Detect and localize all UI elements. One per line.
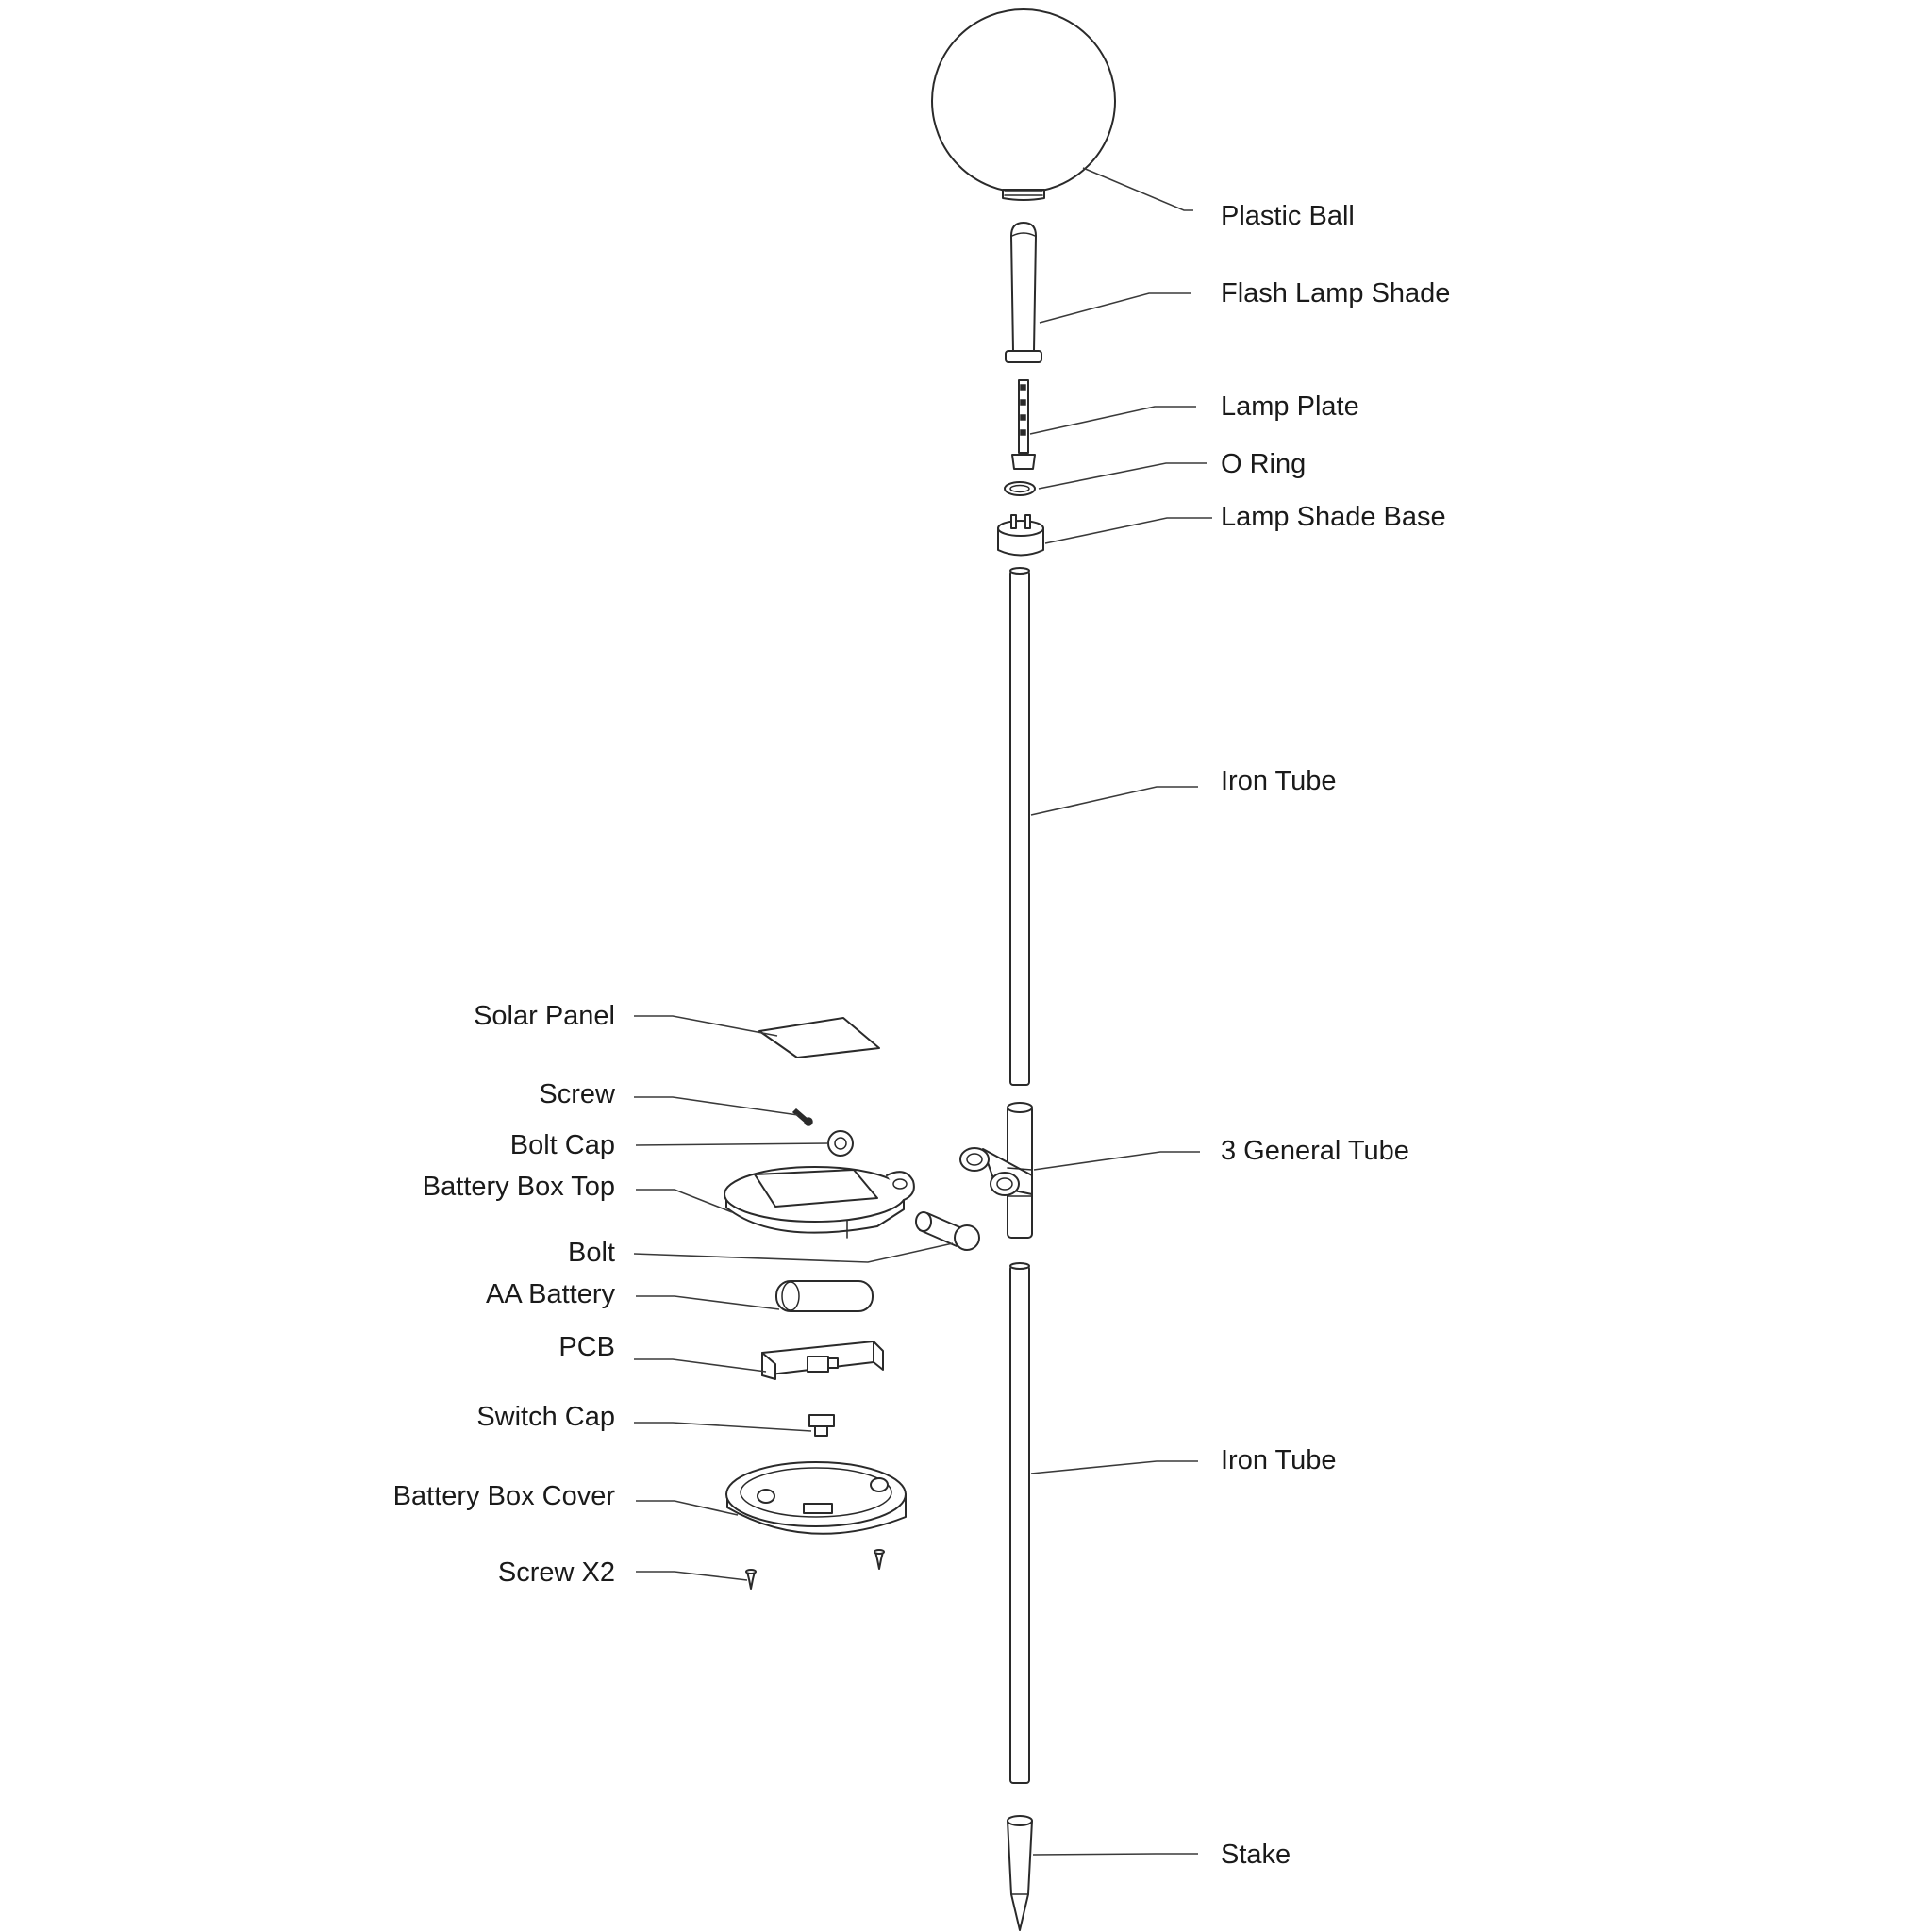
label-aa-battery: AA Battery — [486, 1279, 616, 1309]
label-switch-cap: Switch Cap — [476, 1402, 615, 1432]
label-pcb: PCB — [558, 1332, 615, 1362]
leader-lamp-plate — [1029, 406, 1196, 435]
leader-plastic-ball — [1082, 167, 1193, 211]
leader-pcb — [634, 1358, 767, 1373]
iron-tube-lower-part — [1009, 1262, 1030, 1784]
leader-lines — [633, 167, 1212, 1856]
o-ring-part — [1004, 481, 1036, 496]
aa-battery-part — [775, 1280, 874, 1312]
label-lamp-shade-base: Lamp Shade Base — [1221, 502, 1446, 532]
flash-lamp-shade-part — [1005, 222, 1042, 363]
bolt-part — [915, 1211, 980, 1251]
label-bolt-cap: Bolt Cap — [510, 1130, 615, 1160]
label-lamp-plate: Lamp Plate — [1221, 391, 1359, 422]
leader-bolt-cap — [635, 1142, 829, 1146]
leader-flash-lamp-shade — [1039, 292, 1191, 324]
leader-iron-tube-lower — [1030, 1460, 1198, 1474]
label-screw: Screw — [539, 1079, 616, 1109]
iron-tube-upper-part — [1009, 567, 1030, 1086]
label-solar-panel: Solar Panel — [474, 1001, 615, 1031]
leader-stake — [1032, 1853, 1198, 1856]
leader-o-ring — [1038, 462, 1208, 490]
three-general-tube-part — [959, 1102, 1033, 1239]
leader-screw — [634, 1096, 799, 1116]
leader-switch-cap — [634, 1422, 812, 1432]
solar-panel-part — [758, 1017, 880, 1058]
screw-part — [791, 1108, 813, 1126]
plastic-ball-part — [931, 8, 1116, 201]
leader-battery-box-cover — [636, 1500, 739, 1516]
leader-iron-tube-upper — [1030, 786, 1198, 816]
label-bolt: Bolt — [568, 1238, 615, 1268]
pcb-part — [761, 1341, 884, 1380]
stake-part — [1007, 1815, 1033, 1931]
leader-solar-panel — [634, 1015, 778, 1037]
label-plastic-ball: Plastic Ball — [1221, 201, 1355, 231]
label-three-general-tube: 3 General Tube — [1221, 1136, 1409, 1166]
battery-box-top-part — [724, 1166, 915, 1239]
battery-box-cover-part — [725, 1461, 907, 1535]
label-stake: Stake — [1221, 1840, 1291, 1870]
screw-x2-part — [745, 1549, 885, 1590]
leader-bolt — [633, 1242, 954, 1263]
leader-battery-box-top — [636, 1189, 733, 1213]
label-o-ring: O Ring — [1221, 449, 1306, 479]
lamp-plate-part — [1011, 379, 1036, 470]
leader-aa-battery — [636, 1295, 780, 1310]
switch-cap-part — [808, 1414, 835, 1437]
label-battery-box-cover: Battery Box Cover — [393, 1481, 616, 1511]
leader-screw-x2 — [636, 1571, 748, 1581]
label-flash-lamp-shade: Flash Lamp Shade — [1221, 278, 1450, 308]
part-labels: Plastic Ball Flash Lamp Shade Lamp Plate… — [393, 201, 1451, 1870]
label-iron-tube-lower: Iron Tube — [1221, 1445, 1337, 1475]
bolt-cap-part — [827, 1130, 854, 1157]
label-screw-x2: Screw X2 — [498, 1557, 615, 1588]
leader-three-general-tube — [1033, 1151, 1200, 1171]
leader-lamp-shade-base — [1044, 517, 1212, 544]
label-iron-tube-upper: Iron Tube — [1221, 766, 1337, 796]
label-battery-box-top: Battery Box Top — [423, 1172, 615, 1202]
lamp-shade-base-part — [997, 514, 1044, 557]
